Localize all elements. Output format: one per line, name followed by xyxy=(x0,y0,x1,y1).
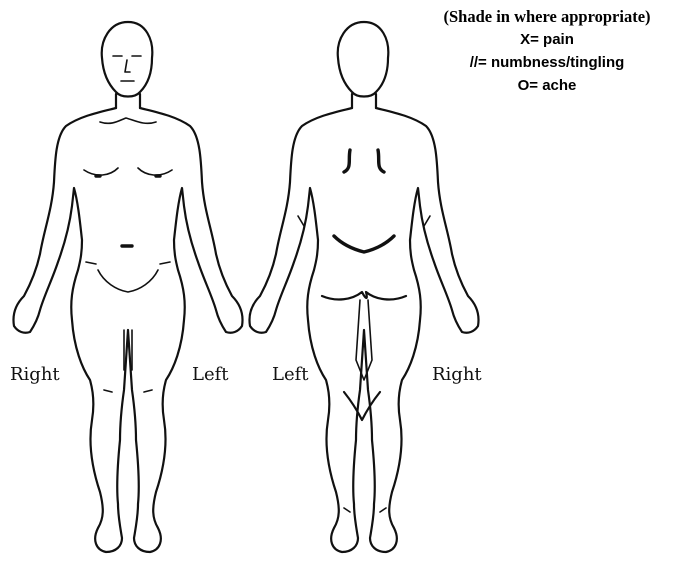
back-shoulder-blades xyxy=(344,150,384,172)
front-pecs xyxy=(84,168,172,175)
front-nose xyxy=(125,60,130,72)
back-knees xyxy=(344,392,380,420)
front-body-figure xyxy=(13,22,242,552)
front-groin xyxy=(98,270,158,292)
back-elbows xyxy=(298,216,430,226)
back-waist xyxy=(334,236,394,252)
back-right-label: Right xyxy=(432,364,482,385)
legend-instruction: (Shade in where appropriate) xyxy=(412,6,682,28)
front-left-label: Left xyxy=(192,364,229,385)
front-clavicle xyxy=(100,118,156,123)
front-knees xyxy=(104,390,152,392)
back-silhouette xyxy=(249,108,478,552)
back-body-figure xyxy=(249,22,478,552)
back-left-label: Left xyxy=(272,364,309,385)
back-ankles xyxy=(344,508,386,512)
legend-numbness: //= numbness/tingling xyxy=(412,51,682,74)
front-right-label: Right xyxy=(10,364,60,385)
front-silhouette xyxy=(13,108,242,552)
legend-pain: X= pain xyxy=(412,28,682,51)
back-head xyxy=(338,22,389,97)
legend-ache: O= ache xyxy=(412,74,682,97)
legend: (Shade in where appropriate) X= pain //=… xyxy=(412,6,682,97)
front-hip-lines xyxy=(86,262,170,264)
back-buttocks xyxy=(322,292,406,299)
